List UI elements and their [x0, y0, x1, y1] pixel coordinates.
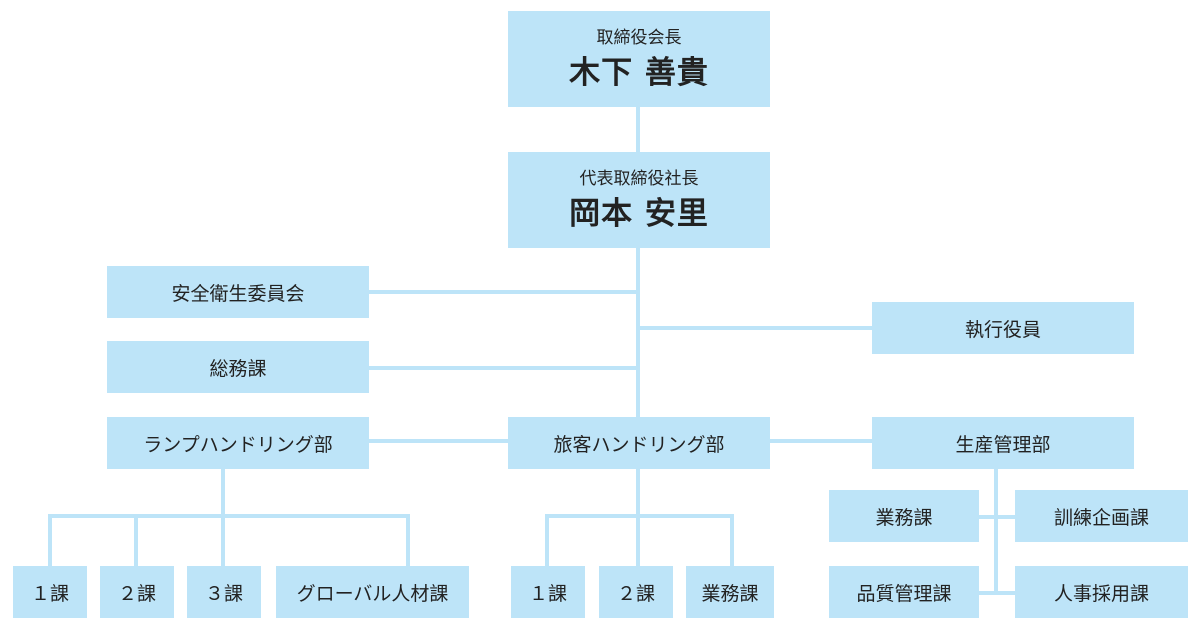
ramp-section-3: ３課 — [187, 566, 261, 618]
connector-passenger-sec2 — [636, 514, 640, 566]
connector-safety-committee — [368, 290, 638, 294]
connector-president-trunk — [636, 247, 640, 440]
president-role: 代表取締役社長 — [579, 168, 699, 189]
connector-passenger-sec1 — [545, 514, 549, 566]
safety-committee-box: 安全衛生委員会 — [107, 266, 369, 318]
passenger-section-2: ２課 — [599, 566, 673, 618]
connector-passenger-sec3 — [730, 514, 734, 566]
connector-executive-officers — [638, 326, 872, 330]
ramp-section-global: グローバル人材課 — [276, 566, 469, 618]
production-dept-box: 生産管理部 — [872, 417, 1134, 469]
chairman-name: 木下 善貴 — [569, 54, 709, 91]
ramp-dept-box: ランプハンドリング部 — [107, 417, 369, 469]
connector-passenger-down — [636, 468, 640, 516]
passenger-section-business: 業務課 — [686, 566, 774, 618]
production-section-hr: 人事採用課 — [1015, 566, 1188, 618]
connector-ramp-sec1 — [48, 514, 52, 566]
connector-ramp-bar — [48, 514, 410, 518]
connector-ramp-down — [221, 468, 225, 516]
president-box: 代表取締役社長 岡本 安里 — [508, 152, 770, 248]
connector-ramp-sec3 — [221, 514, 225, 566]
ramp-section-2: ２課 — [100, 566, 174, 618]
production-section-quality: 品質管理課 — [829, 566, 979, 618]
connector-ramp-sec4 — [406, 514, 410, 566]
production-section-training: 訓練企画課 — [1015, 490, 1188, 542]
connector-ramp-sec2 — [134, 514, 138, 566]
connector-general-affairs — [368, 366, 638, 370]
chairman-role: 取締役会長 — [596, 27, 682, 48]
passenger-section-1: １課 — [511, 566, 585, 618]
chairman-box: 取締役会長 木下 善貴 — [508, 11, 770, 107]
executive-officers-box: 執行役員 — [872, 302, 1134, 354]
connector-chairman-president — [636, 107, 640, 152]
connector-production-row2 — [978, 591, 1016, 595]
general-affairs-box: 総務課 — [107, 341, 369, 393]
ramp-section-1: １課 — [13, 566, 87, 618]
production-section-business: 業務課 — [829, 490, 979, 542]
connector-production-down — [994, 468, 998, 594]
connector-production-row1 — [978, 515, 1016, 519]
passenger-dept-box: 旅客ハンドリング部 — [508, 417, 770, 469]
president-name: 岡本 安里 — [569, 195, 709, 232]
